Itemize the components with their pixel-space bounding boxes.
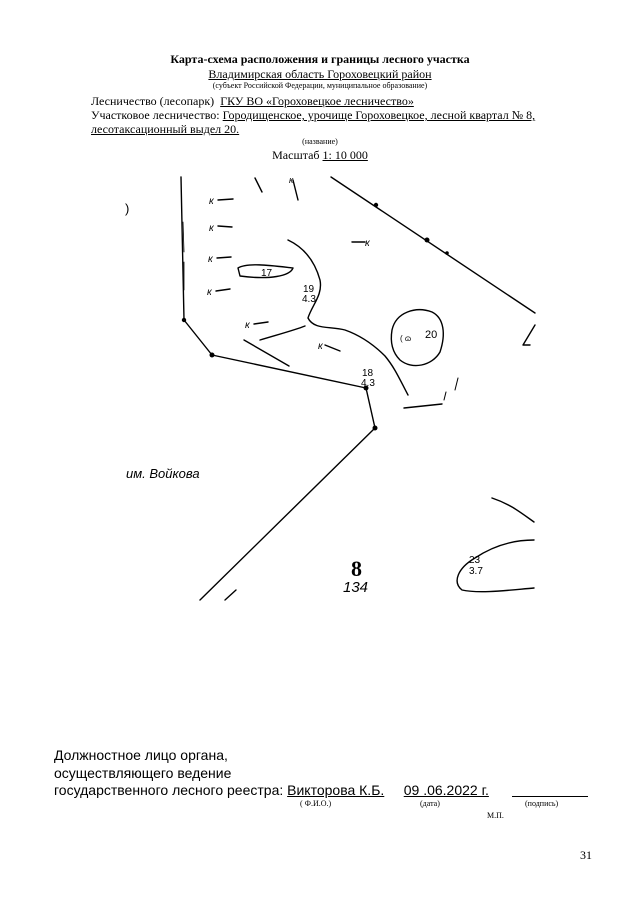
boundary-node	[372, 425, 378, 431]
place-name: им. Войкова	[126, 466, 200, 481]
forest-map: ) к к к к к к к к 17 19 4.3 ( ɷ 20 18 4.…	[125, 175, 536, 601]
boundary-node	[181, 317, 187, 323]
signature-line	[512, 796, 588, 797]
scale-value: 1: 10 000	[322, 148, 368, 162]
region-name: Владимирская область Гороховецкий район	[208, 67, 432, 81]
road-node	[445, 251, 449, 255]
parcel-19-sub: 4.3	[302, 294, 316, 305]
arrow-mark: к	[245, 320, 251, 331]
parcel-18-sub: 4.3	[361, 378, 375, 389]
parcel-17-outline	[237, 264, 294, 279]
parcel-20-label: 20	[425, 329, 437, 341]
arrow-10	[224, 589, 237, 601]
stamp-note: М.П.	[487, 811, 504, 820]
edge-mark: )	[125, 201, 129, 216]
parcel-23-outline	[456, 539, 535, 593]
arrow-mark: к	[318, 341, 324, 352]
page-number: 31	[580, 848, 592, 862]
scale-line: Масштаб 1: 10 000	[0, 148, 640, 163]
road-node	[424, 237, 430, 243]
date-note: (дата)	[420, 799, 440, 808]
arrow-8	[254, 177, 263, 193]
name-note: (название)	[302, 137, 338, 146]
boundary-left-vertical	[180, 176, 185, 321]
boundary-inner	[243, 339, 290, 367]
official-name: Викторова К.Б.	[287, 782, 385, 798]
region-note: (субъект Российской Федерации, муниципал…	[212, 81, 428, 90]
parcel-18-label: 18	[362, 368, 374, 379]
fio-note: ( Ф.И.О.)	[300, 799, 332, 808]
forestry-value: ГКУ ВО «Гороховецкое лесничество»	[220, 94, 414, 108]
stream-contour	[287, 239, 409, 396]
arrow-9	[292, 179, 299, 201]
boundary-dashed	[182, 221, 185, 291]
parcel-19-label: 19	[303, 284, 315, 295]
arrow-mark: к	[365, 238, 371, 249]
signature-date: 09 .06.2022 г.	[403, 782, 489, 798]
parcel-23-label: 23	[469, 555, 481, 566]
district-value: Городищенское, урочище Гороховецкое, лес…	[222, 108, 536, 122]
boundary-node	[209, 352, 215, 358]
road-line	[330, 176, 536, 314]
registry-label: государственного лесного реестра:	[54, 782, 284, 798]
riverbank-line	[403, 403, 443, 409]
arrow-mark: к	[207, 287, 213, 298]
arrow-5	[253, 321, 269, 325]
district-line: Участковое лесничество: Городищенское, у…	[91, 108, 535, 123]
arrow-4	[215, 288, 231, 292]
parcel-20-prefix: ( ɷ	[400, 334, 411, 343]
arrow-mark: к	[209, 223, 215, 234]
parcel-23-contour	[491, 497, 535, 523]
arrow-2	[217, 225, 233, 228]
quarter-area: 134	[343, 579, 368, 596]
scale-label: Масштаб	[272, 148, 320, 162]
arrow-1	[217, 198, 234, 201]
parcel-23-sub: 3.7	[469, 566, 483, 577]
stream-lower	[259, 325, 306, 341]
district-line-2: лесотаксационный выдел 20.	[91, 122, 240, 136]
arrow-mark: к	[209, 196, 215, 207]
district-label: Участковое лесничество:	[91, 108, 220, 122]
boundary-quarter	[183, 319, 376, 601]
boundary-node	[363, 385, 369, 391]
arrow-mark: к	[289, 175, 294, 185]
road-node	[373, 202, 379, 208]
arrow-6	[324, 344, 341, 352]
forestry-label: Лесничество (лесопарк)	[91, 94, 215, 108]
parcel-17-label: 17	[261, 268, 273, 279]
forestry-line: Лесничество (лесопарк) ГКУ ВО «Гороховец…	[91, 94, 414, 109]
signature-note: (подпись)	[525, 799, 559, 808]
official-line-2: осуществляющего ведение	[54, 765, 232, 781]
official-line-1: Должностное лицо органа,	[54, 747, 228, 763]
edge-mark-right	[522, 324, 536, 346]
arrow-3	[216, 256, 232, 259]
edge-ticks	[443, 377, 459, 401]
official-line-3: государственного лесного реестра: Виктор…	[54, 782, 489, 798]
parcel-20-outline	[390, 309, 444, 367]
quarter-number: 8	[351, 556, 362, 581]
document-title: Карта-схема расположения и границы лесно…	[170, 52, 470, 66]
arrow-mark: к	[208, 254, 214, 265]
